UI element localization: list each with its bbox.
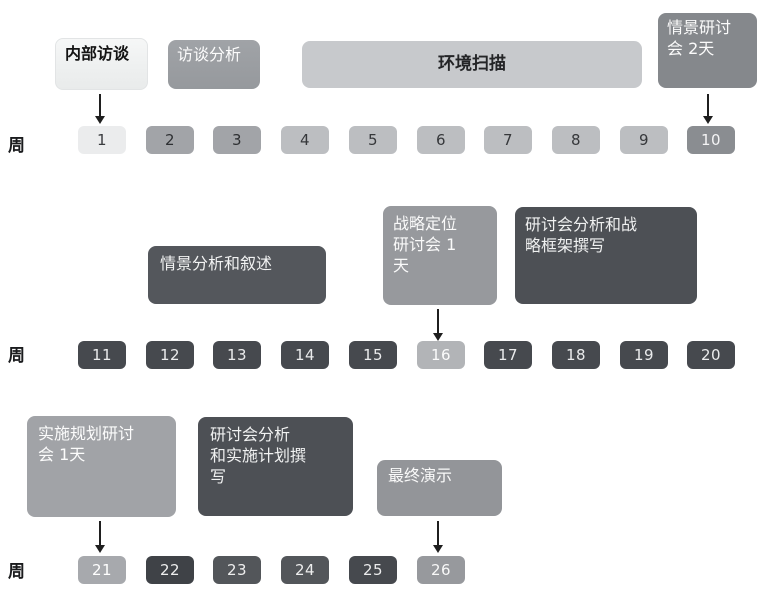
week-axis-label-row1: 周 [8,136,25,156]
week-chip-3: 3 [213,126,261,154]
week-chip-6: 6 [417,126,465,154]
task-box-strategy-positioning-workshop: 战略定位 研讨会 1 天 [383,206,497,305]
task-box-environment-scan: 环境扫描 [302,41,642,88]
week-chip-23: 23 [213,556,261,584]
week-chip-10: 10 [687,126,735,154]
task-box-final-presentation: 最终演示 [377,460,502,516]
week-chip-8: 8 [552,126,600,154]
week-chip-22: 22 [146,556,194,584]
task-box-scenario-workshop: 情景研讨 会 2天 [658,13,757,88]
week-axis-label-row2: 周 [8,346,25,366]
week-chip-7: 7 [484,126,532,154]
week-chip-20: 20 [687,341,735,369]
week-chip-25: 25 [349,556,397,584]
task-box-scenario-analysis-narrative: 情景分析和叙述 [148,246,326,304]
week-chip-24: 24 [281,556,329,584]
week-chip-4: 4 [281,126,329,154]
arrow-to-week-21 [95,521,105,553]
arrow-to-week-10 [703,94,713,124]
week-chip-5: 5 [349,126,397,154]
arrow-to-week-16 [433,309,443,341]
task-box-interview-analysis: 访谈分析 [168,40,260,89]
task-box-workshop-analysis-implementation-plan: 研讨会分析 和实施计划撰 写 [198,417,353,516]
week-chip-14: 14 [281,341,329,369]
week-chip-13: 13 [213,341,261,369]
week-chip-1: 1 [78,126,126,154]
week-chip-18: 18 [552,341,600,369]
task-box-implementation-planning-workshop: 实施规划研讨 会 1天 [27,416,176,517]
arrow-to-week-26 [433,521,443,553]
week-chip-9: 9 [620,126,668,154]
week-chip-21: 21 [78,556,126,584]
week-axis-label-row3: 周 [8,562,25,582]
week-chip-11: 11 [78,341,126,369]
week-chip-19: 19 [620,341,668,369]
week-chip-15: 15 [349,341,397,369]
week-chip-16: 16 [417,341,465,369]
week-chip-17: 17 [484,341,532,369]
task-box-workshop-analysis-strategy-framework: 研讨会分析和战 略框架撰写 [515,207,697,304]
week-chip-2: 2 [146,126,194,154]
arrow-to-week-1 [95,94,105,124]
task-box-internal-interviews: 内部访谈 [55,38,148,90]
week-chip-12: 12 [146,341,194,369]
week-chip-26: 26 [417,556,465,584]
